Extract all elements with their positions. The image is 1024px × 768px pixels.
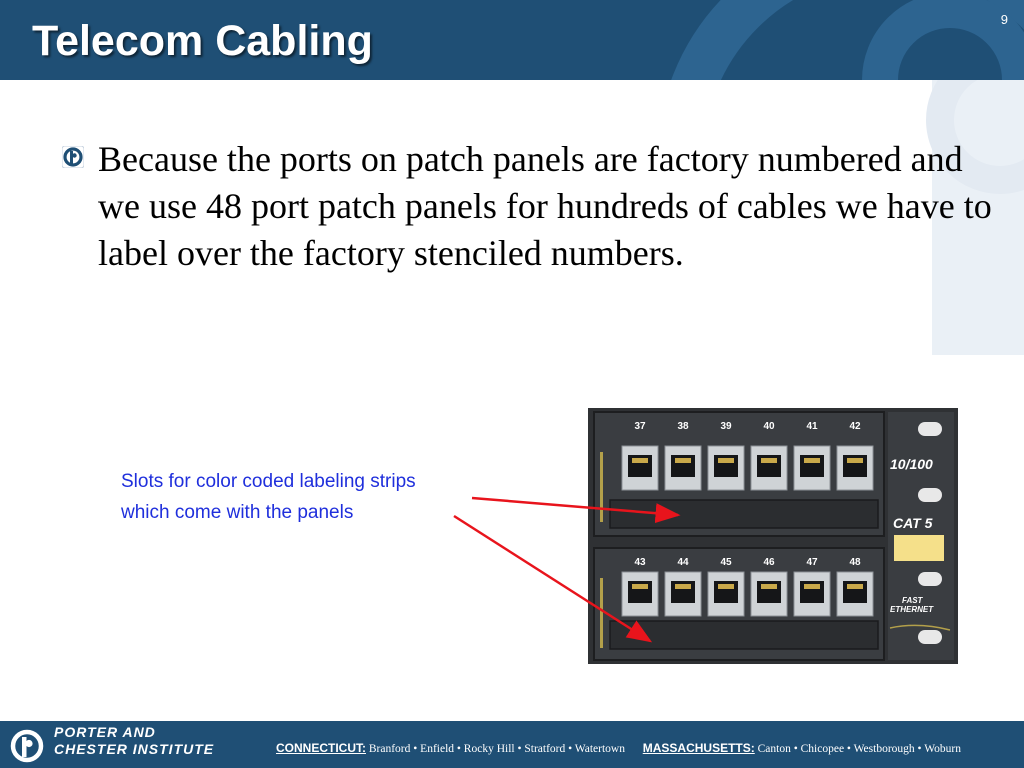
bottom-jack-pins xyxy=(761,584,777,589)
top-jack-pins xyxy=(847,458,863,463)
porter-chester-logo-icon xyxy=(10,729,44,763)
patch-panel-photo: 37 38 39 40 41 42 43 44 45 46 47 48 10/100 CAT 5 F… xyxy=(588,408,958,664)
bottom-jack-pins xyxy=(632,584,648,589)
bottom-jack-pins xyxy=(675,584,691,589)
slide-title: Telecom Cabling xyxy=(32,17,373,65)
bottom-port-label: 45 xyxy=(720,557,732,568)
logo-text-line-1: PORTER AND xyxy=(54,724,156,740)
bottom-port-label: 48 xyxy=(849,557,861,568)
bottom-label-strip-slot xyxy=(609,620,879,650)
logo-text-line-2: CHESTER INSTITUTE xyxy=(54,741,215,757)
state-connecticut: CONNECTICUT: xyxy=(276,741,366,755)
top-port-label: 38 xyxy=(677,421,689,432)
label-fast: FAST xyxy=(902,596,924,605)
top-port-label: 42 xyxy=(849,421,861,432)
bottom-port-label: 43 xyxy=(634,557,646,568)
mount-hole-4 xyxy=(918,630,942,644)
top-port-label: 41 xyxy=(806,421,818,432)
stripe-right xyxy=(889,624,951,631)
top-port-label: 39 xyxy=(720,421,732,432)
top-jack-pins xyxy=(718,458,734,463)
header-decoration xyxy=(671,0,1024,80)
slide-header: Telecom Cabling 9 xyxy=(0,0,1024,80)
porter-chester-logo-icon xyxy=(62,146,84,168)
background-watermark xyxy=(926,80,1024,355)
top-jack-pins xyxy=(632,458,648,463)
top-port-label: 40 xyxy=(763,421,775,432)
massachusetts-cities: Canton • Chicopee • Westborough • Woburn xyxy=(757,743,961,755)
top-label-strip-slot xyxy=(609,499,879,529)
bottom-port-label: 46 xyxy=(763,557,775,568)
annotation-callout: Slots for color coded labeling strips wh… xyxy=(121,466,501,528)
stripe-left-top xyxy=(600,452,603,522)
annotation-line-1: Slots for color coded labeling strips xyxy=(121,471,416,492)
bottom-jack-pins xyxy=(804,584,820,589)
top-jack-pins xyxy=(761,458,777,463)
campus-locations: CONNECTICUT: Branford • Enfield • Rocky … xyxy=(276,741,961,755)
bottom-jack-pins xyxy=(718,584,734,589)
mount-hole-2 xyxy=(918,488,942,502)
bottom-jack-pins xyxy=(847,584,863,589)
bottom-port-label: 47 xyxy=(806,557,818,568)
stripe-left-bottom xyxy=(600,578,603,648)
top-jack-pins xyxy=(804,458,820,463)
label-cat: CAT 5 xyxy=(893,515,933,531)
state-massachusetts: MASSACHUSETTS: xyxy=(642,741,755,755)
label-blank-yellow xyxy=(894,535,944,561)
connecticut-cities: Branford • Enfield • Rocky Hill • Stratf… xyxy=(368,743,625,755)
bottom-port-label: 44 xyxy=(677,557,689,568)
slide-footer: PORTER AND CHESTER INSTITUTE CONNECTICUT… xyxy=(0,721,1024,768)
mount-hole-3 xyxy=(918,572,942,586)
label-speed: 10/100 xyxy=(890,456,933,472)
top-jack-pins xyxy=(675,458,691,463)
slide-number: 9 xyxy=(1000,12,1008,27)
bullet-text: Because the ports on patch panels are fa… xyxy=(98,139,992,273)
top-port-label: 37 xyxy=(634,421,646,432)
mount-hole-1 xyxy=(918,422,942,436)
label-ethernet: ETHERNET xyxy=(890,605,934,614)
annotation-line-2: which come with the panels xyxy=(121,502,354,523)
